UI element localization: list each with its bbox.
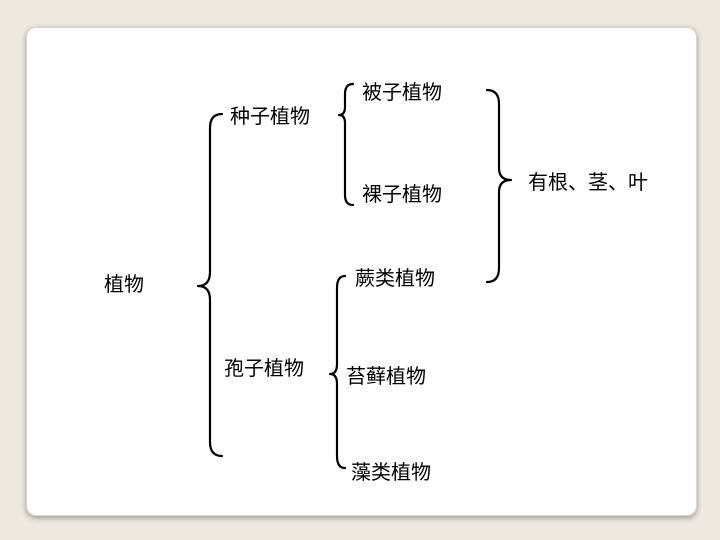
spore-plants-brace bbox=[328, 274, 347, 470]
leaf-label-ferns: 蕨类植物 bbox=[355, 266, 435, 290]
leaf-label-gymnosperms: 裸子植物 bbox=[362, 182, 442, 206]
group-label-seed-plants: 种子植物 bbox=[230, 104, 310, 128]
roots-stems-leaves-brace bbox=[485, 88, 513, 284]
root-brace bbox=[196, 112, 224, 458]
annotation-label: 有根、茎、叶 bbox=[528, 170, 648, 194]
slide-panel bbox=[26, 27, 697, 516]
leaf-label-mosses: 苔藓植物 bbox=[346, 364, 426, 388]
seed-plants-brace bbox=[337, 82, 355, 207]
leaf-label-algae: 藻类植物 bbox=[351, 460, 431, 484]
group-label-spore-plants: 孢子植物 bbox=[224, 356, 304, 380]
leaf-label-angiosperms: 被子植物 bbox=[362, 80, 442, 104]
root-node-label: 植物 bbox=[104, 272, 144, 296]
